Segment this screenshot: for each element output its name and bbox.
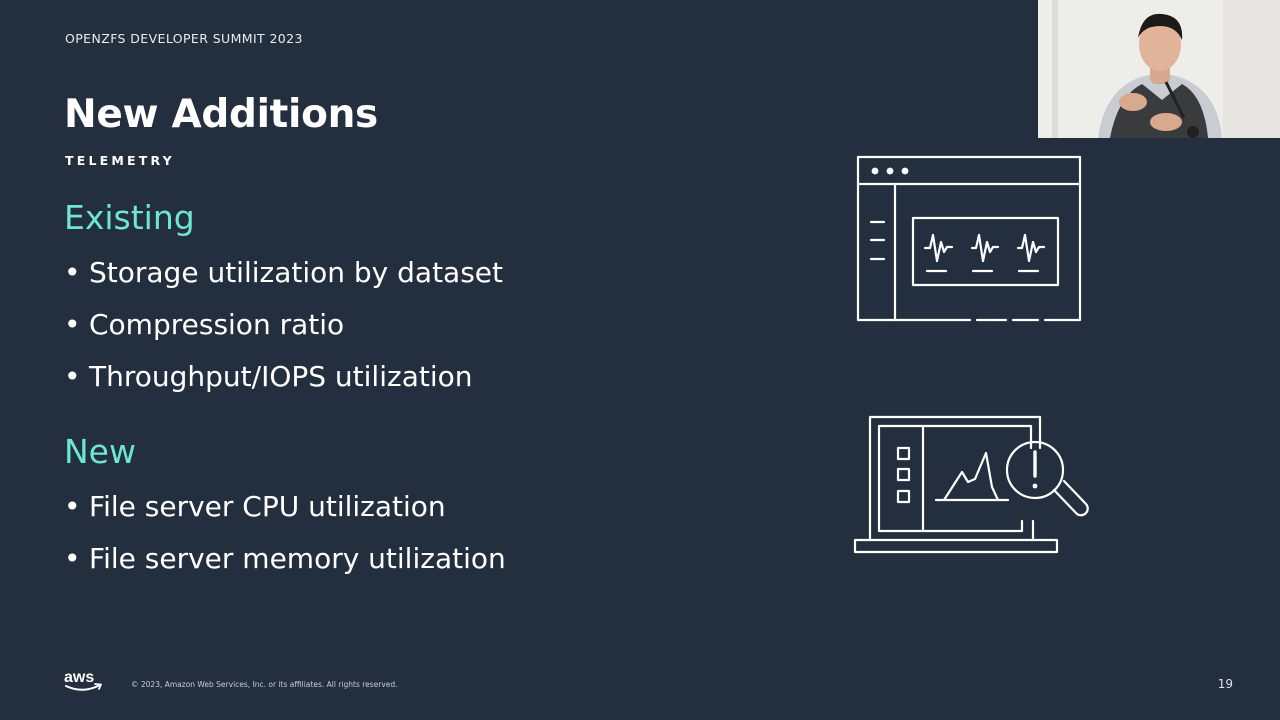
bullet-list-existing: •Storage utilization by dataset •Compres… [64,247,503,403]
bullet-item: •Storage utilization by dataset [64,256,504,289]
slide-title: New Additions [64,92,378,137]
laptop-alert-analytics-icon [853,415,1089,554]
copyright-notice: © 2023, Amazon Web Services, Inc. or its… [131,680,398,689]
bullet-item: •File server memory utilization [64,542,506,575]
aws-logo: aws [64,669,102,691]
presenter-video [1038,0,1280,138]
bullet-item: •Compression ratio [64,308,345,341]
presenter-silhouette [1038,0,1280,138]
event-name: OPENZFS DEVELOPER SUMMIT 2023 [65,31,303,46]
page-number: 19 [1217,677,1233,691]
svg-text:aws: aws [64,669,94,686]
section-heading-new: New [64,432,136,471]
bullet-list-new: •File server CPU utilization •File serve… [64,481,506,585]
bullet-item: •Throughput/IOPS utilization [64,360,473,393]
monitoring-dashboard-icon [856,155,1082,322]
slide-subtitle: TELEMETRY [65,153,175,168]
section-heading-existing: Existing [64,198,195,237]
bullet-item: •File server CPU utilization [64,490,446,523]
